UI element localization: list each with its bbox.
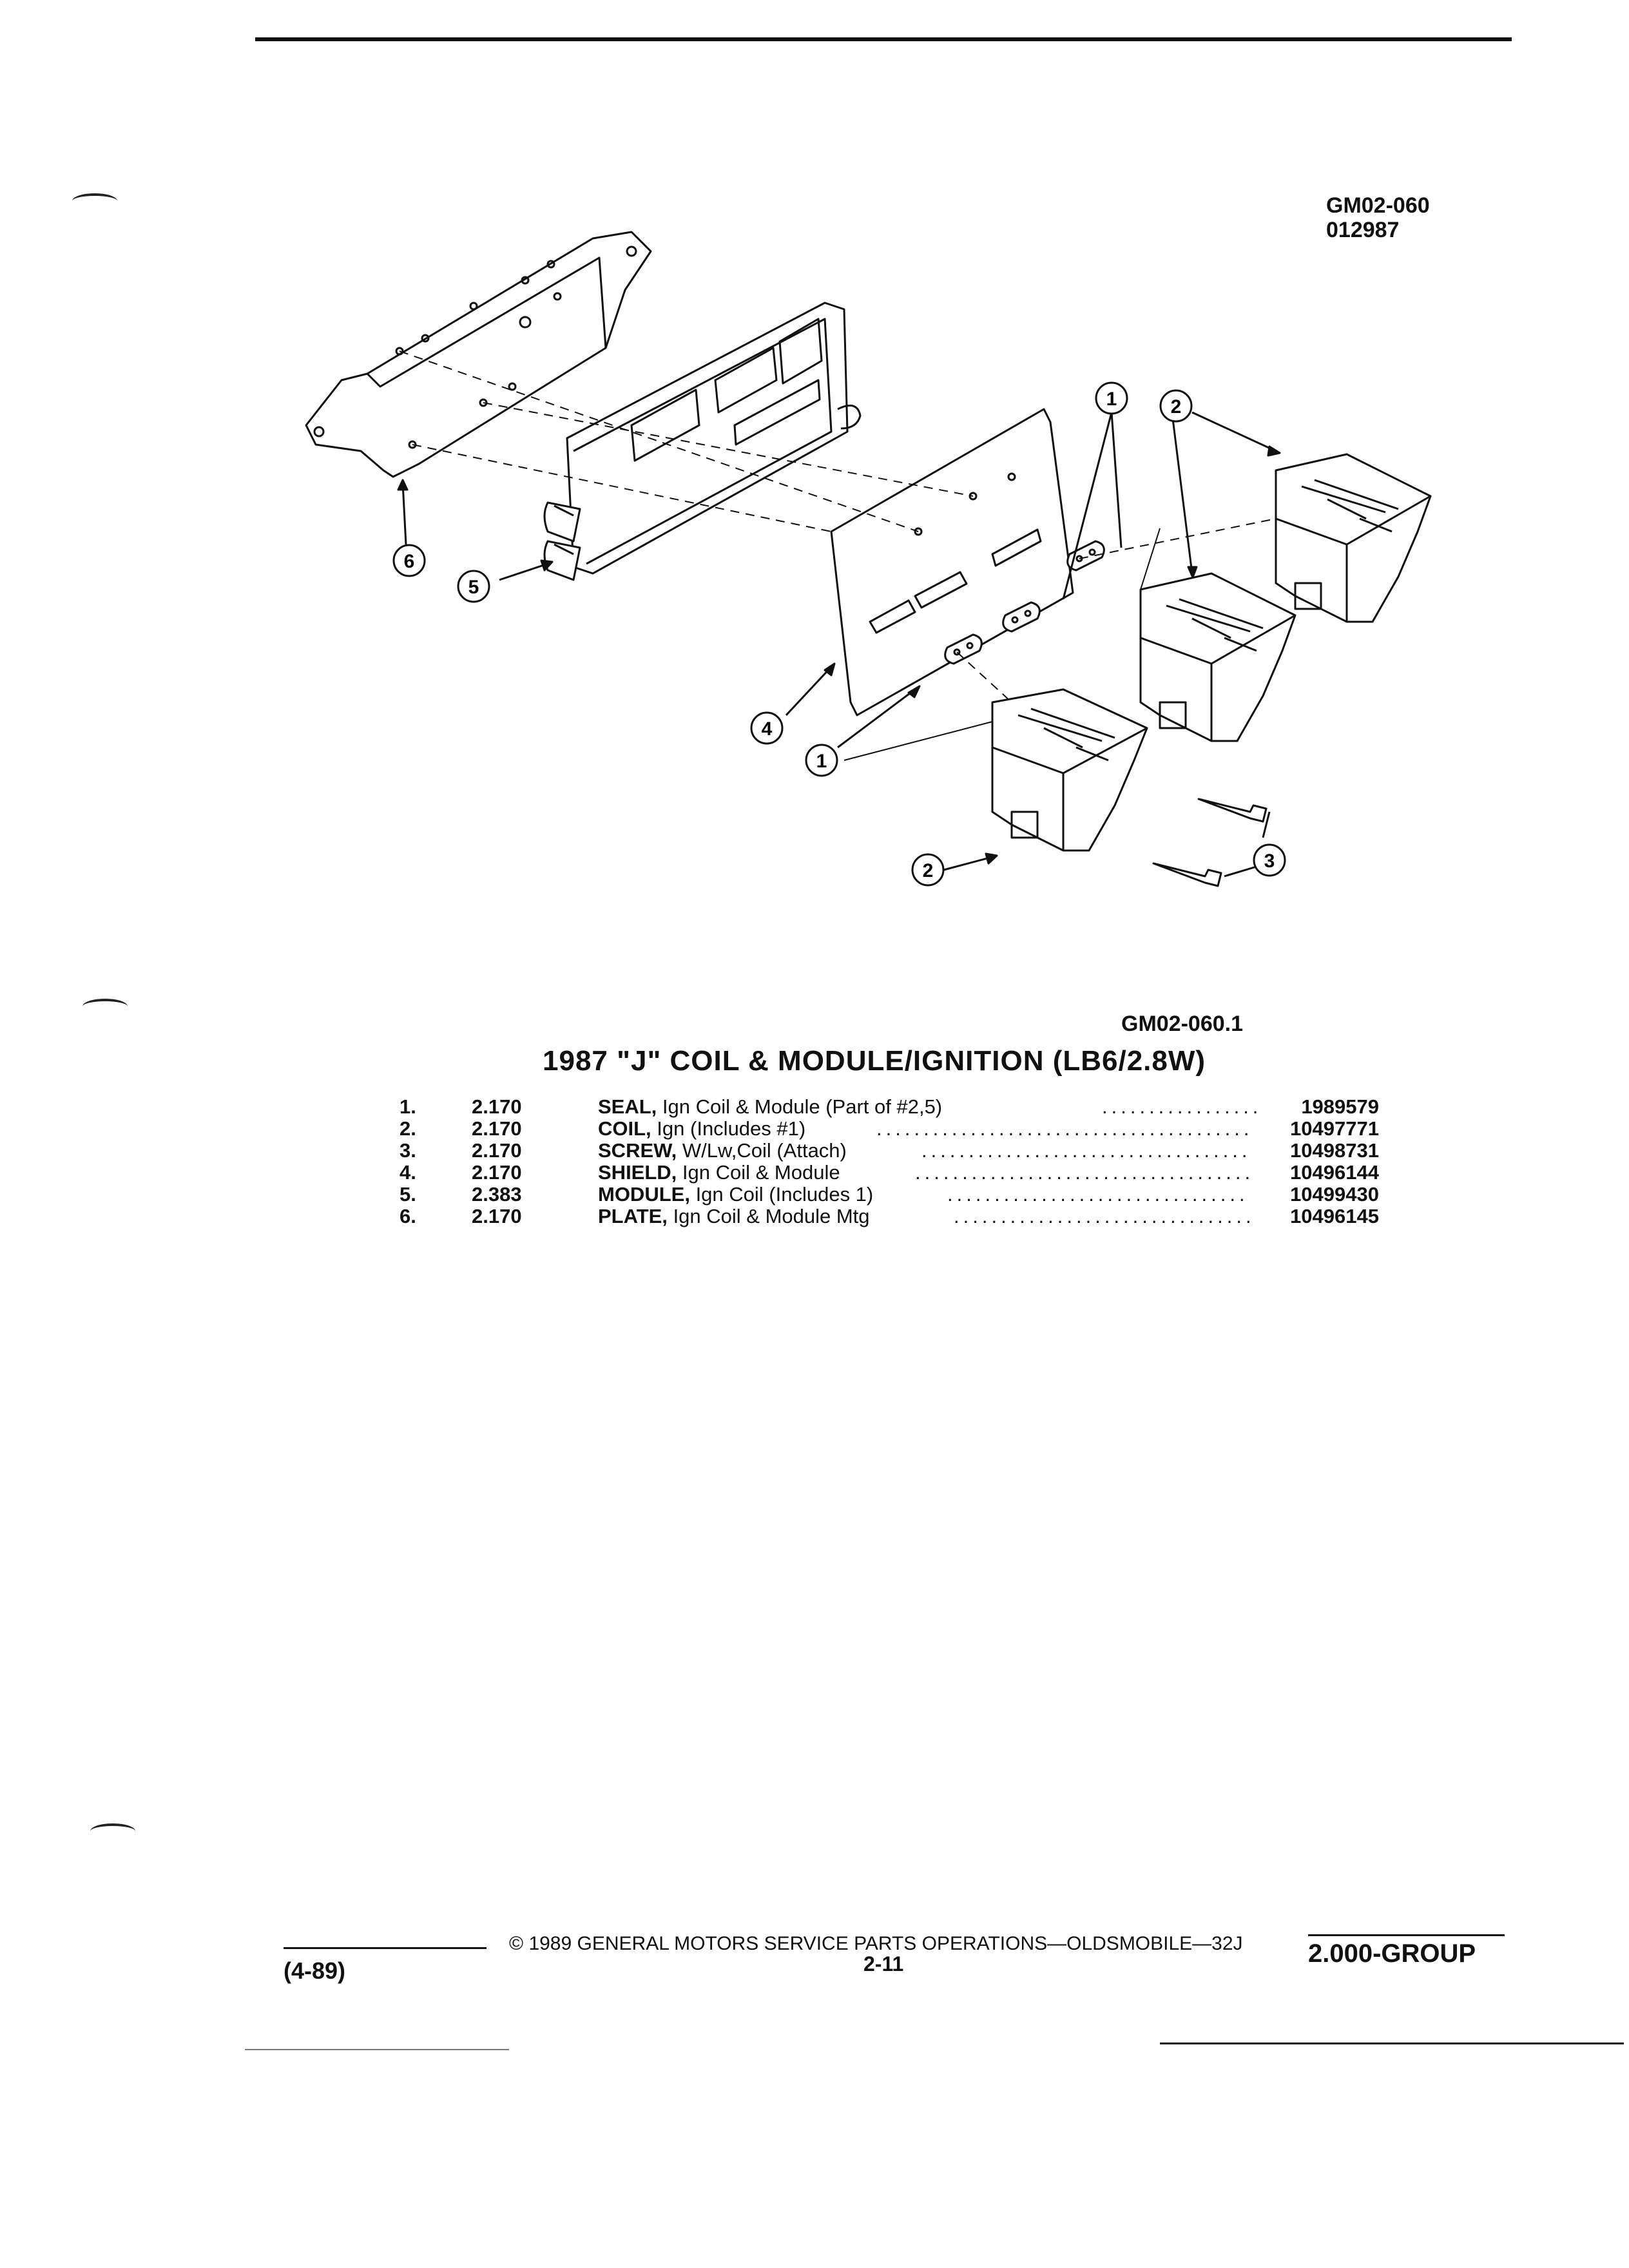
part-name: SCREW,	[598, 1139, 677, 1162]
seal-shapes	[944, 540, 1105, 665]
part-number: 10499430	[1290, 1183, 1379, 1206]
footer-rule-right	[1308, 1934, 1505, 1936]
svg-text:1: 1	[816, 751, 827, 772]
part-number: 10497771	[1290, 1117, 1379, 1140]
part-name: SHIELD,	[598, 1161, 677, 1184]
section-title: 1987 "J" COIL & MODULE/IGNITION (LB6/2.8…	[543, 1045, 1206, 1077]
part-description: Ign Coil & Module	[682, 1161, 840, 1184]
part-description: W/Lw,Coil (Attach)	[682, 1139, 847, 1162]
group-number: 2.170	[472, 1095, 522, 1118]
callout-2-upper: 2	[1159, 389, 1193, 423]
footer-rule-left	[284, 1947, 487, 1949]
parts-row: 2. 2.170 COIL, Ign (Includes #1) .......…	[400, 1117, 1379, 1140]
part-name: PLATE,	[598, 1205, 668, 1227]
revision-date: (4-89)	[284, 1957, 346, 1984]
coil-middle-shape	[1139, 572, 1296, 742]
parts-row: 5. 2.383 MODULE, Ign Coil (Includes 1) .…	[400, 1183, 1379, 1206]
part-number: 10496144	[1290, 1161, 1379, 1184]
item-number: 2.	[400, 1117, 416, 1140]
scan-mark	[72, 193, 117, 209]
shield-plate-shape	[830, 408, 1074, 716]
part-number: 1989579	[1301, 1095, 1379, 1118]
callout-1-lower: 1	[805, 744, 838, 777]
scan-mark	[82, 999, 128, 1014]
leader-dots: ........................................…	[921, 1139, 1250, 1162]
leader-dots: ........................................	[1102, 1095, 1257, 1118]
callout-4: 4	[750, 711, 784, 745]
parts-row: 4. 2.170 SHIELD, Ign Coil & Module .....…	[400, 1161, 1379, 1184]
group-number: 2.170	[472, 1117, 522, 1140]
parts-row: 1. 2.170 SEAL, Ign Coil & Module (Part o…	[400, 1095, 1379, 1118]
page-number: 2-11	[863, 1952, 904, 1975]
figure-code-line2: 012987	[1326, 218, 1400, 242]
callout-6: 6	[392, 544, 426, 577]
figure-caption: GM02-060.1	[1121, 1012, 1243, 1036]
leader-dots: ........................................…	[915, 1161, 1250, 1184]
exploded-parts-diagram: 1 2 6 5 4 1 2 3	[305, 231, 1432, 887]
screw-shapes	[1152, 798, 1268, 887]
svg-text:2: 2	[1171, 396, 1182, 418]
svg-text:6: 6	[404, 551, 415, 572]
svg-text:3: 3	[1264, 850, 1275, 872]
callout-3: 3	[1253, 843, 1286, 877]
part-description: Ign (Includes #1)	[657, 1117, 806, 1140]
parts-row: 3. 2.170 SCREW, W/Lw,Coil (Attach) .....…	[400, 1139, 1379, 1162]
part-description: Ign Coil (Includes 1)	[695, 1183, 874, 1206]
leader-dots: ........................................…	[876, 1117, 1250, 1140]
leader-dots: ........................................…	[947, 1183, 1250, 1206]
scan-mark	[90, 1823, 135, 1839]
group-label: 2.000-GROUP	[1308, 1939, 1476, 1968]
part-number: 10496145	[1290, 1205, 1379, 1227]
top-rule	[255, 37, 1512, 41]
bottom-rule-right	[1160, 2042, 1624, 2044]
callout-2-lower: 2	[911, 853, 945, 887]
parts-row: 6. 2.170 PLATE, Ign Coil & Module Mtg ..…	[400, 1205, 1379, 1227]
group-number: 2.170	[472, 1161, 522, 1184]
group-number: 2.170	[472, 1205, 522, 1227]
figure-code-line1: GM02-060	[1326, 193, 1430, 218]
item-number: 3.	[400, 1139, 416, 1162]
callout-5: 5	[457, 570, 490, 603]
svg-text:4: 4	[762, 718, 773, 740]
svg-text:2: 2	[923, 860, 934, 881]
part-name: COIL,	[598, 1117, 651, 1140]
part-name: SEAL,	[598, 1095, 657, 1118]
coil-upper-shape	[1275, 453, 1432, 623]
item-number: 5.	[400, 1183, 416, 1206]
coil-lower-shape	[991, 688, 1148, 852]
part-description: Ign Coil & Module Mtg	[673, 1205, 870, 1227]
part-number: 10498731	[1290, 1139, 1379, 1162]
svg-text:1: 1	[1106, 389, 1117, 410]
part-description: Ign Coil & Module (Part of #2,5)	[662, 1095, 943, 1118]
leader-dots: ........................................…	[954, 1205, 1250, 1227]
part-name: MODULE,	[598, 1183, 690, 1206]
group-number: 2.383	[472, 1183, 522, 1206]
callout-1-upper: 1	[1095, 381, 1128, 415]
item-number: 6.	[400, 1205, 416, 1227]
copyright-line: © 1989 GENERAL MOTORS SERVICE PARTS OPER…	[509, 1933, 1243, 1954]
bottom-rule-left	[245, 2049, 509, 2050]
item-number: 4.	[400, 1161, 416, 1184]
figure-code: GM02-060 012987	[1326, 193, 1430, 242]
svg-text:5: 5	[468, 577, 479, 598]
item-number: 1.	[400, 1095, 416, 1118]
group-number: 2.170	[472, 1139, 522, 1162]
